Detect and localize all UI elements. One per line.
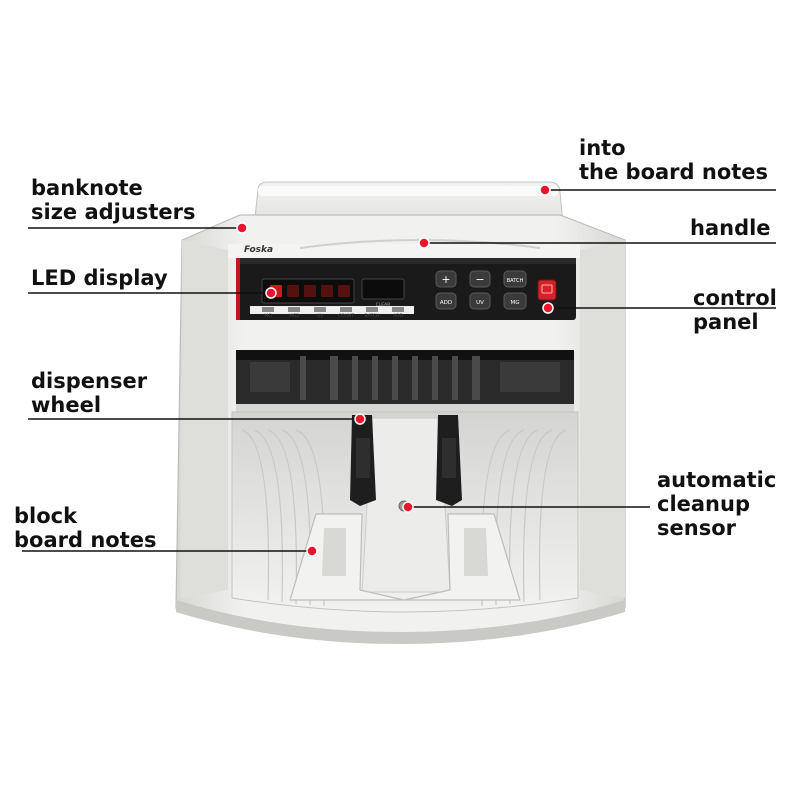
label-automatic-cleanup-sensor: automatic cleanup sensor	[657, 468, 777, 540]
dot-led-display	[265, 287, 277, 299]
dot-control-panel	[542, 302, 554, 314]
dot-into-board	[539, 184, 551, 196]
panel-label-mg: MG	[264, 313, 272, 319]
feed-slot	[236, 350, 574, 412]
callout-lines	[22, 189, 776, 552]
button-minus[interactable]: −	[475, 273, 484, 286]
label-block-board-notes: block board notes	[14, 504, 157, 552]
button-mg[interactable]: MG	[510, 300, 519, 306]
label-handle: handle	[690, 216, 771, 240]
callout-dots	[236, 184, 554, 557]
dot-dispenser-wheel	[354, 413, 366, 425]
panel-buttons-text: + − BATCH ADD UV MG	[440, 273, 524, 306]
panel-label-clear: CLEAR	[376, 302, 391, 308]
panel-label-add: ADD	[393, 313, 404, 319]
dot-size-adjusters	[236, 222, 248, 234]
panel-display-labels: MG MG2 UV COUNT BATCH ADD	[264, 313, 403, 319]
button-add[interactable]: ADD	[440, 300, 452, 306]
output-tray	[231, 411, 579, 613]
label-into-board-notes: into the board notes	[579, 136, 769, 184]
panel-label-uv: UV	[317, 313, 324, 319]
brand-logo: Foska	[244, 245, 273, 255]
dot-handle	[418, 237, 430, 249]
button-uv[interactable]: UV	[476, 300, 484, 306]
dot-cleanup-sensor	[402, 501, 414, 513]
control-panel	[236, 258, 576, 320]
dot-block-board-notes	[306, 545, 318, 557]
label-banknote-size-adjusters: banknote size adjusters	[31, 176, 196, 224]
panel-label-batch: BATCH	[365, 313, 380, 319]
panel-label-count: COUNT	[338, 313, 354, 319]
label-led-display: LED display	[31, 266, 168, 290]
panel-label-mg2: MG2	[289, 313, 299, 319]
label-dispenser-wheel: dispenser wheel	[31, 369, 148, 417]
label-control-panel: control panel	[693, 286, 777, 334]
button-batch[interactable]: BATCH	[507, 278, 524, 284]
button-plus[interactable]: +	[441, 273, 450, 286]
